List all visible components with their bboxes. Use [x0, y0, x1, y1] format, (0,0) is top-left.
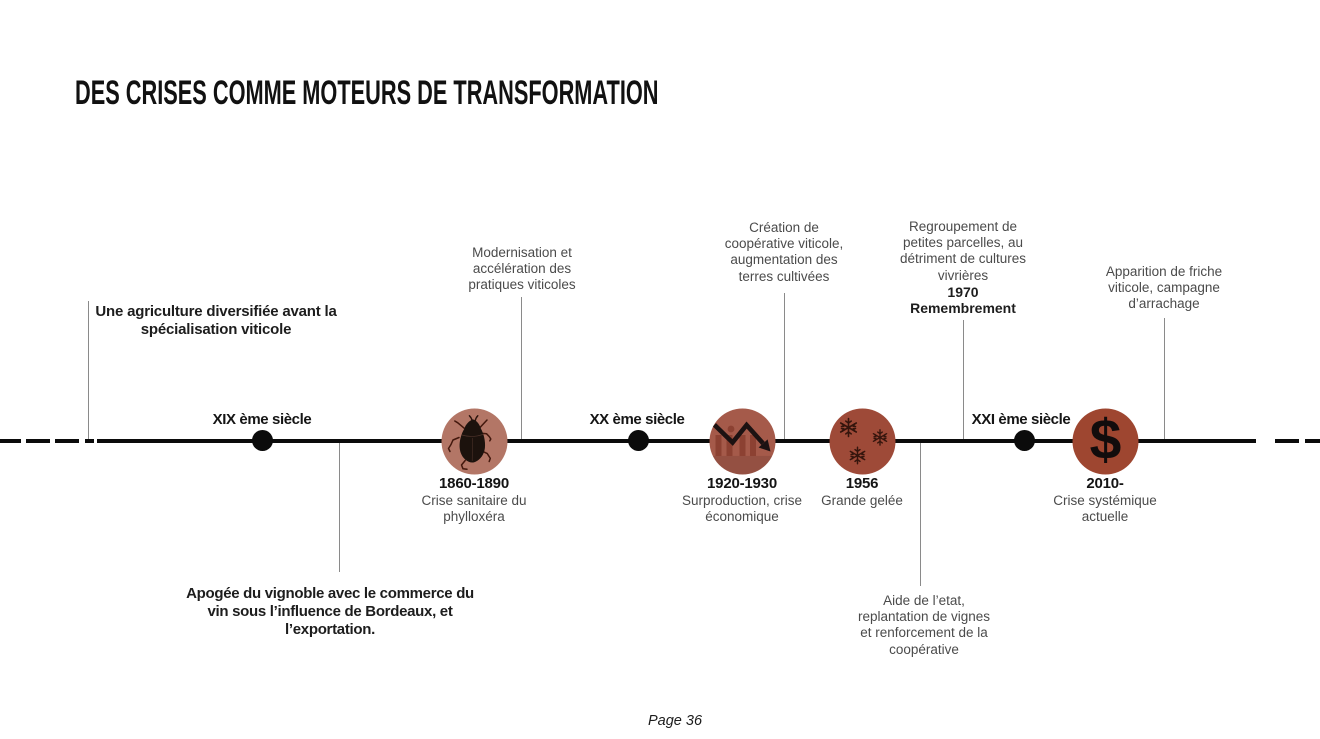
svg-text:$: $ [1090, 408, 1122, 472]
